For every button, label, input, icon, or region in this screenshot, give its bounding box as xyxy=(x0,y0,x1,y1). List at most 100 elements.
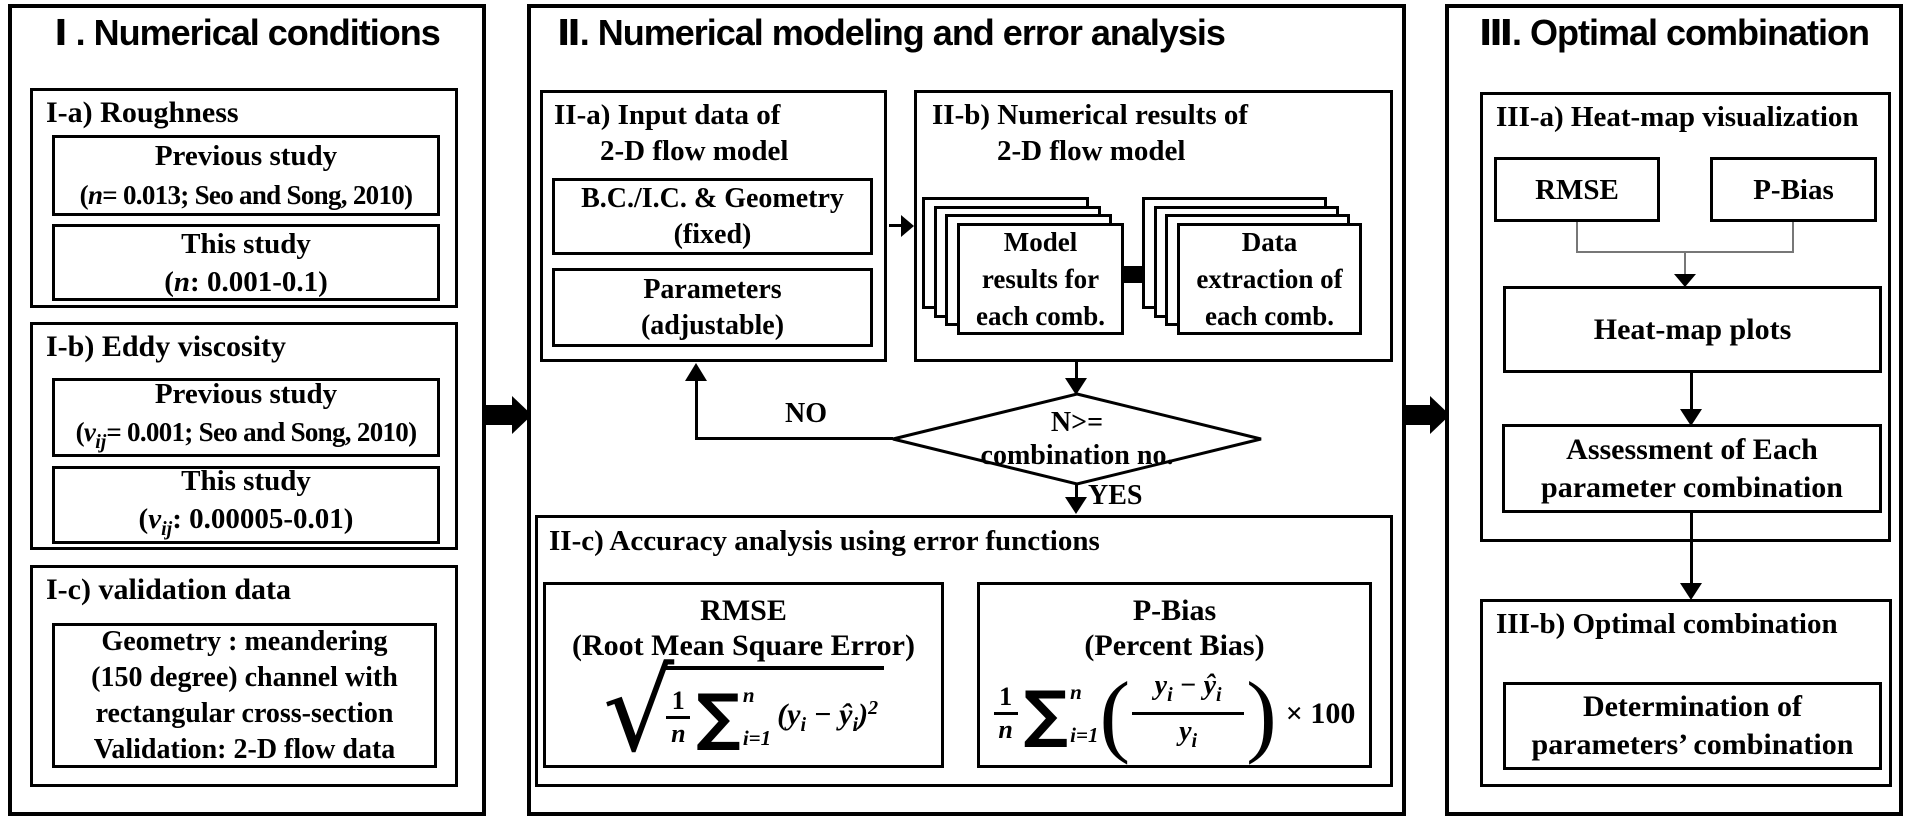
heatmap-to-assessment-line xyxy=(1690,373,1693,411)
bc-ic-text: B.C./I.C. & Geometry xyxy=(581,182,844,214)
section-ib-label: I-b) Eddy viscosity xyxy=(46,330,287,363)
radical-sign: √ xyxy=(602,647,675,777)
merge-arrowhead xyxy=(1674,274,1696,287)
iib-to-decision-line xyxy=(1075,362,1078,380)
pbias-small-box: P-Bias xyxy=(1710,157,1877,222)
viscosity-this-study-box: This study (vij: 0.00005-0.01) xyxy=(52,465,440,544)
this-study-text: This study xyxy=(181,465,311,497)
data-extraction-card-front: Data extraction of each comb. xyxy=(1177,223,1362,335)
model-results-line2: results for xyxy=(981,263,1100,294)
decision-line2: combination no. xyxy=(980,440,1174,471)
rmse-formula: √ 1 n ∑ n i=1 (yi − ŷi)2 xyxy=(602,647,885,777)
parameters-box: Parameters (adjustable) xyxy=(552,268,873,347)
rmse-formula-box: RMSE (Root Mean Square Error) √ 1 n ∑ n … xyxy=(543,582,944,768)
model-results-line3: each comb. xyxy=(976,300,1105,331)
rmse-subtitle: (Root Mean Square Error) xyxy=(571,629,915,662)
decision-line1: N>= xyxy=(1050,407,1104,438)
sigma-limits: n i=1 xyxy=(1070,679,1099,747)
rmse-text: RMSE xyxy=(1535,173,1619,206)
heatmap-to-assessment-arrowhead xyxy=(1680,409,1702,426)
this-study-value: (vij: 0.00005-0.01) xyxy=(138,503,354,540)
geometry-line-4: Validation: 2-D flow data xyxy=(93,733,396,765)
validation-data-box: Geometry : meandering (150 degree) chann… xyxy=(52,623,437,768)
previous-study-value: (n= 0.013; Seo and Song, 2010) xyxy=(79,179,413,210)
model-results-card-front: Model results for each comb. xyxy=(957,223,1124,335)
decision-diamond-text: N>= combination no. xyxy=(925,400,1229,478)
assessment-line1: Assessment of Each xyxy=(1566,432,1818,466)
roughness-this-study-box: This study (n: 0.001-0.1) xyxy=(52,224,440,301)
bc-ic-geometry-box: B.C./I.C. & Geometry (fixed) xyxy=(552,178,873,255)
panel-1-title: Ⅰ . Numerical conditions xyxy=(54,12,440,53)
connector-iia-iib-arrowhead xyxy=(901,215,914,237)
one-over-n-fraction: 1 n xyxy=(666,687,691,747)
sigma-limits: n i=1 xyxy=(742,683,772,750)
adjustable-text: (adjustable) xyxy=(640,309,785,341)
previous-study-text: Previous study xyxy=(154,377,338,410)
geometry-line-2: (150 degree) channel with xyxy=(91,661,398,693)
section-iib-label-line2: 2-D flow model xyxy=(997,135,1186,167)
merge-line-left xyxy=(1576,222,1578,253)
rmse-expression: (yi − ŷi)2 xyxy=(777,697,879,736)
times-100: × 100 xyxy=(1285,696,1356,730)
section-iib-label-line1: II-b) Numerical results of xyxy=(932,99,1249,131)
no-label: NO xyxy=(785,398,827,429)
pbias-formula-box: P-Bias (Percent Bias) 1 n ∑ n i=1 ( yi −… xyxy=(977,582,1372,768)
yes-line xyxy=(1075,483,1078,499)
yes-label: YES xyxy=(1088,480,1143,511)
assessment-to-iiib-arrowhead xyxy=(1680,583,1702,600)
sigma-symbol: ∑ xyxy=(696,680,741,753)
flow-arrow-1-shaft xyxy=(486,405,513,425)
previous-study-value: (vij= 0.001; Seo and Song, 2010) xyxy=(75,416,418,453)
flow-arrow-2-shaft xyxy=(1406,405,1431,425)
geometry-line-3: rectangular cross-section xyxy=(95,697,394,729)
fixed-text: (fixed) xyxy=(673,218,752,250)
parameters-text: Parameters xyxy=(643,273,782,305)
determination-box: Determination of parameters’ combination xyxy=(1503,682,1882,770)
data-extraction-line3: each comb. xyxy=(1205,300,1334,331)
section-iia-label-line1: II-a) Input data of xyxy=(554,99,781,131)
section-ia-label: I-a) Roughness xyxy=(46,96,239,129)
roughness-previous-study-box: Previous study (n= 0.013; Seo and Song, … xyxy=(52,135,440,216)
connector-iia-iib-line xyxy=(889,224,903,227)
ratio-fraction: yi − ŷi yi xyxy=(1132,671,1245,756)
pbias-subtitle: (Percent Bias) xyxy=(1084,629,1265,662)
rmse-title: RMSE xyxy=(700,594,787,627)
heatmap-plots-text: Heat-map plots xyxy=(1593,312,1792,346)
determination-line2: parameters’ combination xyxy=(1531,728,1854,761)
sigma-symbol: ∑ xyxy=(1023,676,1069,750)
pbias-title: P-Bias xyxy=(1132,594,1217,627)
one-over-n-fraction: 1 n xyxy=(993,684,1018,743)
data-extraction-line2: extraction of xyxy=(1196,263,1343,294)
geometry-line-1: Geometry : meandering xyxy=(101,625,388,657)
yes-arrowhead xyxy=(1065,497,1087,514)
pbias-formula: 1 n ∑ n i=1 ( yi − ŷi yi ) × 100 xyxy=(993,662,1356,765)
panel-3-title: Ⅲ. Optimal combination xyxy=(1478,12,1870,53)
no-loop-arrowhead xyxy=(685,363,707,381)
iib-to-decision-arrowhead xyxy=(1065,378,1087,395)
left-paren: ( xyxy=(1099,662,1131,765)
section-iic-label: II-c) Accuracy analysis using error func… xyxy=(549,525,1100,557)
rmse-small-box: RMSE xyxy=(1494,157,1660,222)
section-iia-label-line2: 2-D flow model xyxy=(600,135,789,167)
section-iiib-label: III-b) Optimal combination xyxy=(1496,608,1838,640)
pbias-text: P-Bias xyxy=(1753,173,1834,206)
model-results-line1: Model xyxy=(1003,226,1078,257)
merge-line-right xyxy=(1792,222,1794,253)
no-loop-hline xyxy=(697,437,893,440)
determination-line1: Determination of xyxy=(1582,690,1803,723)
this-study-value: (n: 0.001-0.1) xyxy=(164,265,328,298)
assessment-line2: parameter combination xyxy=(1541,470,1843,504)
viscosity-previous-study-box: Previous study (vij= 0.001; Seo and Song… xyxy=(52,378,440,457)
assessment-to-iiib-line xyxy=(1690,513,1693,585)
previous-study-text: Previous study xyxy=(154,139,338,172)
section-ic-label: I-c) validation data xyxy=(46,573,292,606)
section-iiia-label: III-a) Heat-map visualization xyxy=(1496,101,1859,133)
panel-2-title: Ⅱ. Numerical modeling and error analysis xyxy=(557,12,1226,53)
heatmap-plots-box: Heat-map plots xyxy=(1503,286,1882,373)
this-study-text: This study xyxy=(181,227,311,260)
no-loop-vline xyxy=(695,380,698,440)
assessment-box: Assessment of Each parameter combination xyxy=(1502,424,1882,513)
data-extraction-line1: Data xyxy=(1241,226,1298,257)
right-paren: ) xyxy=(1246,662,1277,765)
